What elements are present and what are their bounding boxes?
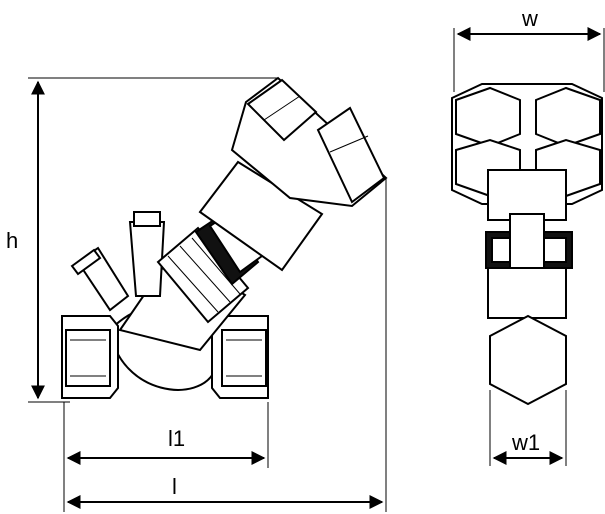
label-l: l — [172, 474, 177, 499]
left-hex-face — [65, 329, 111, 387]
dimension-h — [28, 77, 278, 403]
dimension-w — [453, 27, 605, 92]
label-w: w — [521, 6, 538, 31]
dimension-l — [63, 178, 387, 512]
label-w1: w1 — [511, 430, 540, 455]
front-bonnet — [487, 169, 567, 221]
label-h: h — [6, 228, 18, 253]
front-view-valve — [451, 83, 603, 406]
union-ring — [156, 226, 250, 324]
right-hex-face — [221, 329, 267, 387]
test-point-center — [128, 221, 166, 297]
dimension-w1 — [489, 390, 567, 466]
dimension-l1 — [63, 402, 269, 468]
side-view-valve — [61, 76, 388, 399]
front-bottom-hex — [489, 314, 567, 406]
front-test-point — [509, 213, 545, 269]
label-l1: l1 — [168, 426, 185, 451]
bonnet — [198, 160, 324, 272]
